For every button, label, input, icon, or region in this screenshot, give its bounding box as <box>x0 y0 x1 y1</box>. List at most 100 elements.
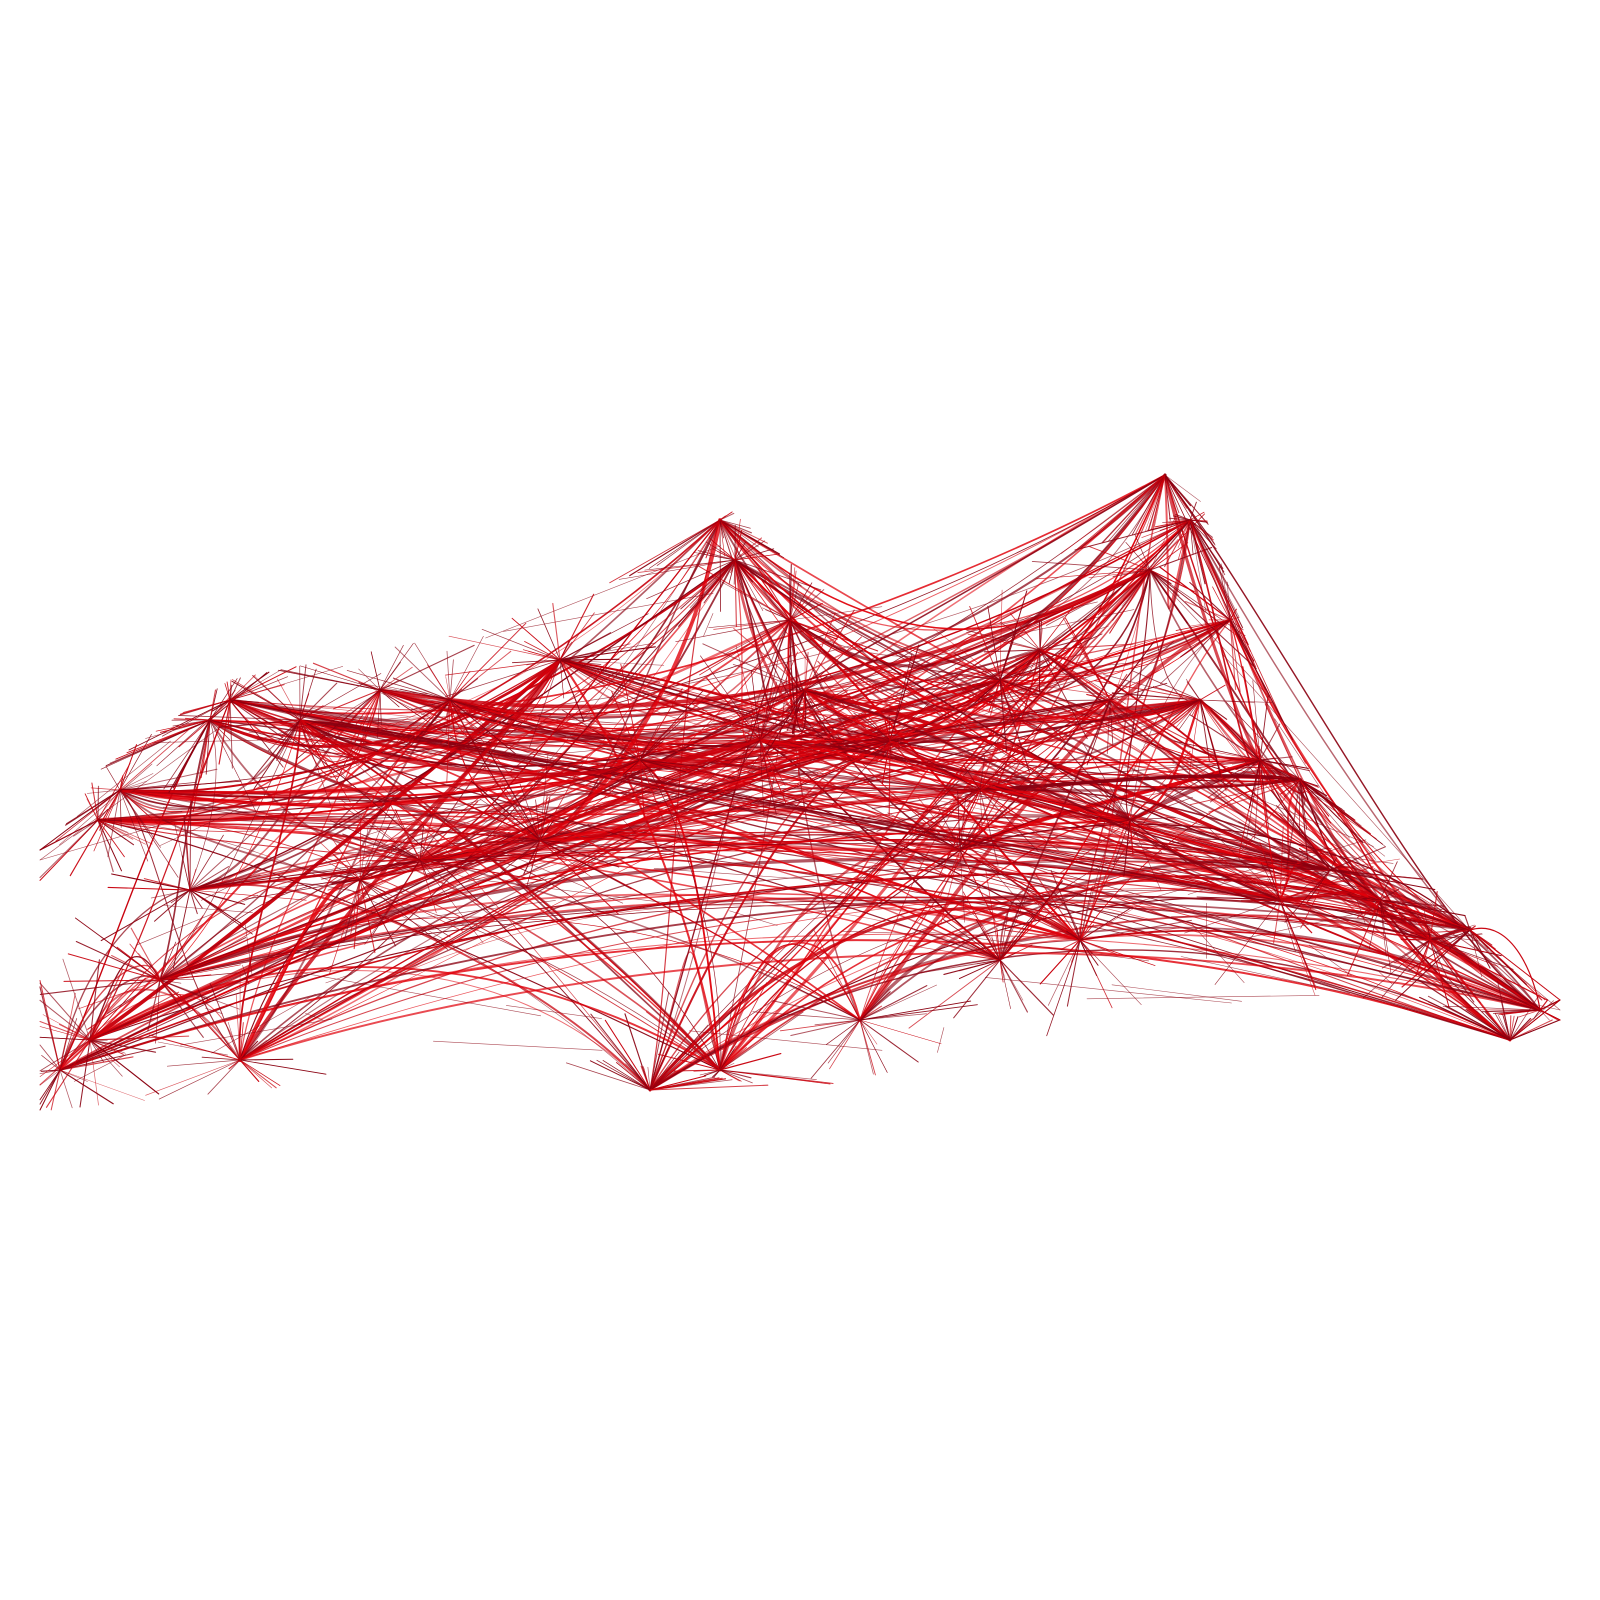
straight-edge <box>1159 566 1231 621</box>
straight-edge <box>969 606 1001 681</box>
bundled-edge <box>719 943 861 1071</box>
straight-edge <box>962 891 1001 961</box>
straight-edge <box>159 979 240 1010</box>
straight-edge <box>671 727 761 741</box>
straight-edge <box>239 1059 327 1075</box>
straight-edge <box>66 789 121 825</box>
straight-edge <box>888 739 891 817</box>
straight-edge <box>1509 999 1561 1041</box>
straight-edge <box>253 719 301 790</box>
straight-edge <box>1086 699 1111 766</box>
straight-edge <box>39 1036 91 1041</box>
straight-edge <box>559 612 595 661</box>
straight-edge <box>1429 933 1483 941</box>
straight-edge <box>1094 680 1201 701</box>
straight-edge <box>689 1030 883 1051</box>
straight-edge <box>1147 474 1166 531</box>
straight-edge <box>649 1070 676 1091</box>
straight-edge <box>1039 607 1102 651</box>
straight-edge <box>1189 519 1213 538</box>
straight-edge <box>189 889 203 909</box>
straight-edge <box>888 714 891 741</box>
straight-edge <box>1129 772 1214 821</box>
straight-edge <box>159 941 177 981</box>
straight-edge <box>959 816 984 851</box>
straight-edge <box>996 927 1001 961</box>
straight-edge <box>158 1059 241 1100</box>
straight-edge <box>343 806 421 861</box>
bundled-edge <box>559 619 791 717</box>
straight-edge <box>1259 759 1377 840</box>
straight-edge <box>205 719 211 775</box>
straight-edge <box>734 559 753 583</box>
straight-edge <box>1379 899 1445 907</box>
straight-edge <box>1045 569 1151 626</box>
straight-edge <box>62 958 91 1041</box>
bundled-edge <box>59 474 1166 1071</box>
straight-edge <box>887 812 961 851</box>
straight-edge <box>943 919 1001 961</box>
straight-edge <box>959 849 1059 909</box>
straight-edge <box>719 1069 742 1082</box>
straight-edge <box>1329 869 1424 880</box>
straight-edge <box>305 1013 323 1020</box>
straight-edge <box>1100 699 1111 723</box>
straight-edge <box>488 750 541 841</box>
straight-edge <box>138 953 161 981</box>
straight-edge <box>229 699 284 768</box>
bundled-edge <box>229 519 721 732</box>
straight-edge <box>905 789 981 836</box>
straight-edge <box>810 1019 861 1079</box>
straight-edge <box>500 850 624 904</box>
straight-edge <box>1059 819 1131 874</box>
straight-edge <box>789 619 823 690</box>
straight-edge <box>770 697 901 750</box>
straight-edge <box>1103 674 1201 701</box>
straight-edge <box>1159 619 1231 685</box>
straight-edge <box>649 1075 707 1091</box>
straight-edge <box>173 718 211 721</box>
straight-edge <box>859 1019 876 1076</box>
straight-edge <box>878 848 961 851</box>
straight-edge <box>759 577 791 621</box>
straight-edge <box>656 519 721 566</box>
straight-edge <box>1206 750 1261 761</box>
straight-edge <box>734 518 741 561</box>
straight-edge <box>226 681 231 701</box>
straight-edge <box>857 806 961 851</box>
bundled-edge <box>649 845 961 1091</box>
straight-edge <box>1329 869 1365 882</box>
bundled-edge <box>858 618 1232 1022</box>
straight-edge <box>1248 900 1416 938</box>
straight-edge <box>1422 939 1431 966</box>
bundled-edge <box>299 689 381 778</box>
straight-edge <box>1298 779 1301 836</box>
straight-edge <box>1329 869 1436 891</box>
straight-edge <box>502 592 714 632</box>
straight-edge <box>1106 699 1111 755</box>
straight-edge <box>426 839 541 875</box>
straight-edge <box>1244 882 1281 901</box>
straight-edge <box>1189 519 1206 585</box>
straight-edge <box>889 736 969 741</box>
straight-edge <box>511 617 561 661</box>
straight-edge <box>728 559 736 584</box>
straight-edge <box>889 653 913 741</box>
straight-edge <box>871 789 981 810</box>
straight-edge <box>189 889 242 924</box>
straight-edge <box>734 559 764 611</box>
straight-edge <box>1270 790 1331 871</box>
straight-edge <box>359 879 449 950</box>
bundled-edge <box>759 739 1081 941</box>
straight-edge <box>1064 617 1111 701</box>
straight-edge <box>1164 519 1191 568</box>
straight-edge <box>359 851 469 881</box>
straight-edge <box>1149 539 1179 571</box>
straight-edge <box>407 699 451 742</box>
straight-edge <box>1229 608 1237 621</box>
straight-edge <box>299 673 382 721</box>
straight-edge <box>479 798 541 841</box>
straight-edge <box>675 739 761 742</box>
straight-edge <box>970 679 1001 701</box>
straight-edge <box>732 663 806 691</box>
